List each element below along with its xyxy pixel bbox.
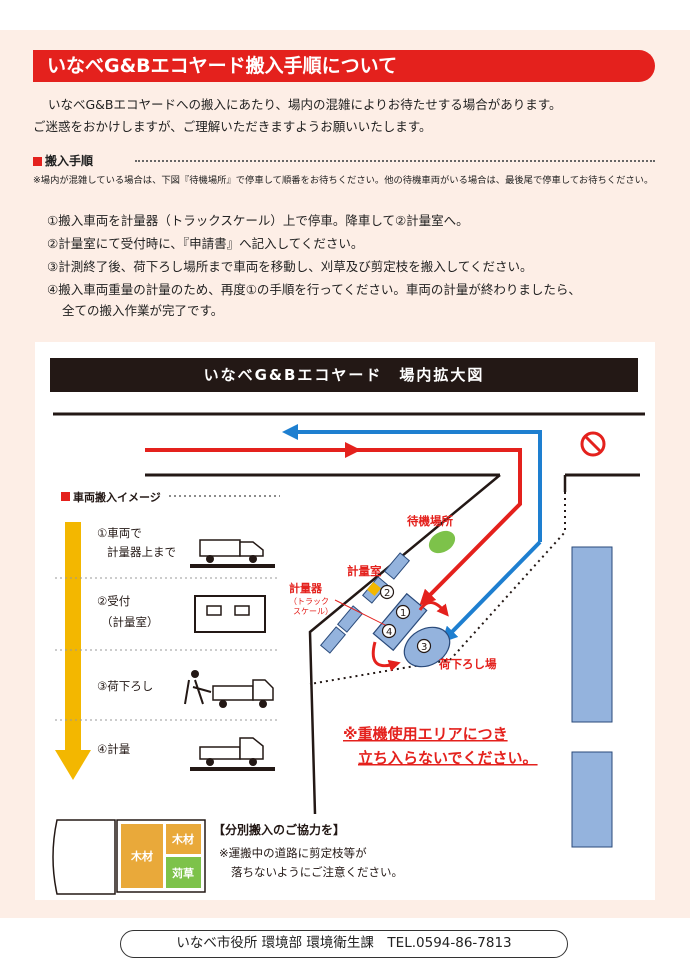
label-scale-sub1: （トラック [289, 597, 329, 606]
flow-2-line2: （計量室） [101, 615, 159, 629]
no-entry-icon [580, 431, 606, 457]
unloading-truck-icon [184, 670, 274, 708]
step-4: ④搬入車両重量の計量のため、再度①の手順を行ってください。車両の計量が終わりまし… [47, 282, 581, 297]
bed-wood-right: 木材 [171, 832, 194, 846]
site-boundary [308, 474, 567, 815]
scale-leader [334, 599, 388, 627]
right-pad-upper [571, 546, 613, 723]
sorting-note-2: 落ちないようにご注意ください。 [231, 865, 403, 879]
road-edges [53, 412, 645, 477]
page-title: いなべG&Bエコヤード搬入手順について [33, 50, 655, 82]
map-title: いなべG&Bエコヤード 場内拡大図 [50, 358, 638, 392]
intro-line-2: ご迷惑をおかけしますが、ご理解いただきますようお願いいたします。 [33, 119, 432, 134]
bed-wood-left: 木材 [130, 849, 153, 863]
sorting-title: 【分別搬入のご協力を】 [213, 822, 345, 837]
procedure-heading: 搬入手順 [33, 152, 93, 169]
contact-info: いなべ市役所 環境部 環境衛生課 TEL.0594-86-7813 [120, 930, 568, 958]
flow-2-line1: ②受付 [97, 594, 130, 608]
vehicle-heading: 車両搬入イメージ [73, 490, 161, 504]
entry-route-red [145, 448, 522, 606]
flow-1-line2: 計量器上まで [107, 545, 176, 559]
flow-arrow-shaft [65, 522, 81, 752]
square-bullet-icon [61, 492, 70, 501]
sorting-note-1: ※運搬中の道路に剪定枝等が [219, 846, 367, 860]
label-unload: 荷下ろし場 [438, 657, 497, 671]
bed-grass: 苅草 [172, 866, 194, 880]
waiting-area [428, 530, 456, 554]
step-1: ①搬入車両を計量器（トラックスケール）上で停車。降車して②計量室へ。 [47, 213, 469, 228]
right-pad-lower [571, 751, 613, 848]
number-markers [379, 584, 432, 654]
label-scale-sub2: スケール） [293, 607, 333, 616]
area-boundary-dotted [309, 492, 566, 685]
marker-1: 1 [400, 608, 406, 619]
truck-on-scale-icon [190, 539, 275, 568]
flow-arrow-head [55, 750, 91, 780]
curve-arrow-top [418, 601, 449, 617]
site-map: 待機場所 計量室 計量器 （トラック スケール） 荷下ろし場 2 1 4 3 ※… [35, 342, 655, 904]
flow-3-line1: ③荷下ろし [97, 679, 153, 693]
label-waiting: 待機場所 [407, 514, 453, 528]
curve-arrow-bottom [371, 641, 401, 672]
warning-line-1: ※重機使用エリアにつき [343, 725, 508, 743]
marker-3: 3 [421, 642, 427, 653]
office-building-icon [194, 595, 266, 633]
step-4-continued: 全ての搬入作業が完了です。 [62, 303, 224, 318]
marker-2: 2 [384, 588, 390, 599]
exit-route-blue-lower [441, 540, 542, 643]
step-2: ②計量室にて受付時に、『申請書』へ記入してください。 [47, 236, 364, 251]
label-scale: 計量器 [289, 581, 323, 595]
square-bullet-icon [33, 157, 42, 166]
intro-line-1: いなべG&Bエコヤードへの搬入にあたり、場内の混雑によりお待たせする場合がありま… [48, 97, 562, 112]
empty-truck-on-scale-icon [190, 737, 275, 771]
marker-4: 4 [386, 627, 392, 638]
step-3: ③計測終了後、荷下ろし場所まで車両を移動し、刈草及び剪定枝を搬入してください。 [47, 259, 533, 274]
truck-top-view-icon [52, 819, 206, 895]
warning-line-2: 立ち入らないでください。 [358, 749, 538, 767]
procedure-note: ※場内が混雑している場合は、下図『待機場所』で停車して順番をお待ちください。他の… [33, 175, 654, 186]
flow-4-line1: ④計量 [97, 742, 130, 756]
flow-1-line1: ①車両で [97, 526, 142, 540]
exit-route-blue [282, 424, 542, 542]
label-office: 計量室 [347, 564, 382, 578]
office-marker [366, 581, 382, 597]
dotted-divider [135, 160, 655, 162]
